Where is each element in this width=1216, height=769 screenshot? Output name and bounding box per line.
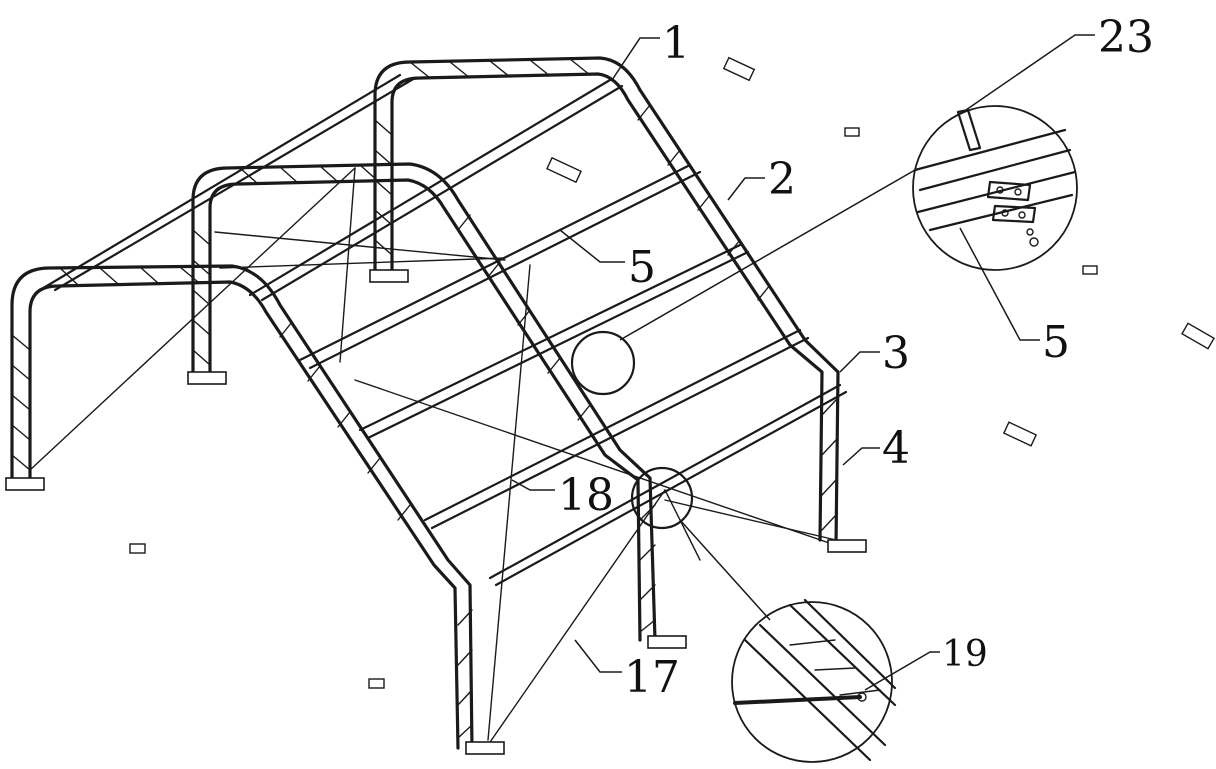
anchor-pad — [1181, 322, 1215, 350]
purlins — [38, 73, 848, 587]
base-plate — [827, 539, 867, 553]
detail-cable-attachment — [679, 519, 897, 763]
base-plate — [5, 477, 45, 491]
anchor-pad — [844, 127, 860, 137]
anchor-pad — [546, 156, 582, 184]
callout-label: 1 — [662, 18, 690, 69]
leader-lines — [511, 34, 1095, 691]
callout-label: 19 — [942, 634, 988, 675]
callout-labels: 1 2 3 4 5 5 17 18 19 23 — [558, 12, 1154, 703]
anchor-pad — [129, 543, 146, 554]
callout-label: 17 — [624, 652, 680, 703]
callout-label: 18 — [558, 470, 614, 521]
callout-label: 2 — [768, 154, 796, 205]
base-plate — [465, 741, 505, 755]
detail-marker-circle — [570, 330, 636, 396]
detail-marker-circle — [630, 466, 694, 530]
anchor-pad — [1002, 421, 1038, 447]
callout-label: 5 — [628, 242, 656, 293]
arch-frame-middle — [191, 162, 657, 642]
detail-purlin-connection — [912, 105, 1078, 271]
callout-label: 4 — [882, 423, 910, 474]
callout-label: 5 — [1042, 317, 1070, 368]
base-plate — [647, 635, 687, 649]
base-plate — [369, 269, 409, 283]
ground-anchors — [129, 56, 1215, 689]
base-plate — [187, 371, 227, 385]
base-plates — [5, 269, 867, 755]
callout-label: 3 — [882, 328, 910, 379]
anchor-pad — [1082, 265, 1098, 275]
anchor-pad — [722, 56, 756, 82]
arch-frame-front — [10, 264, 474, 750]
anchor-pad — [368, 678, 385, 689]
bracing-cables — [29, 167, 837, 746]
detail-markers — [570, 169, 916, 530]
callout-label: 23 — [1098, 12, 1154, 63]
